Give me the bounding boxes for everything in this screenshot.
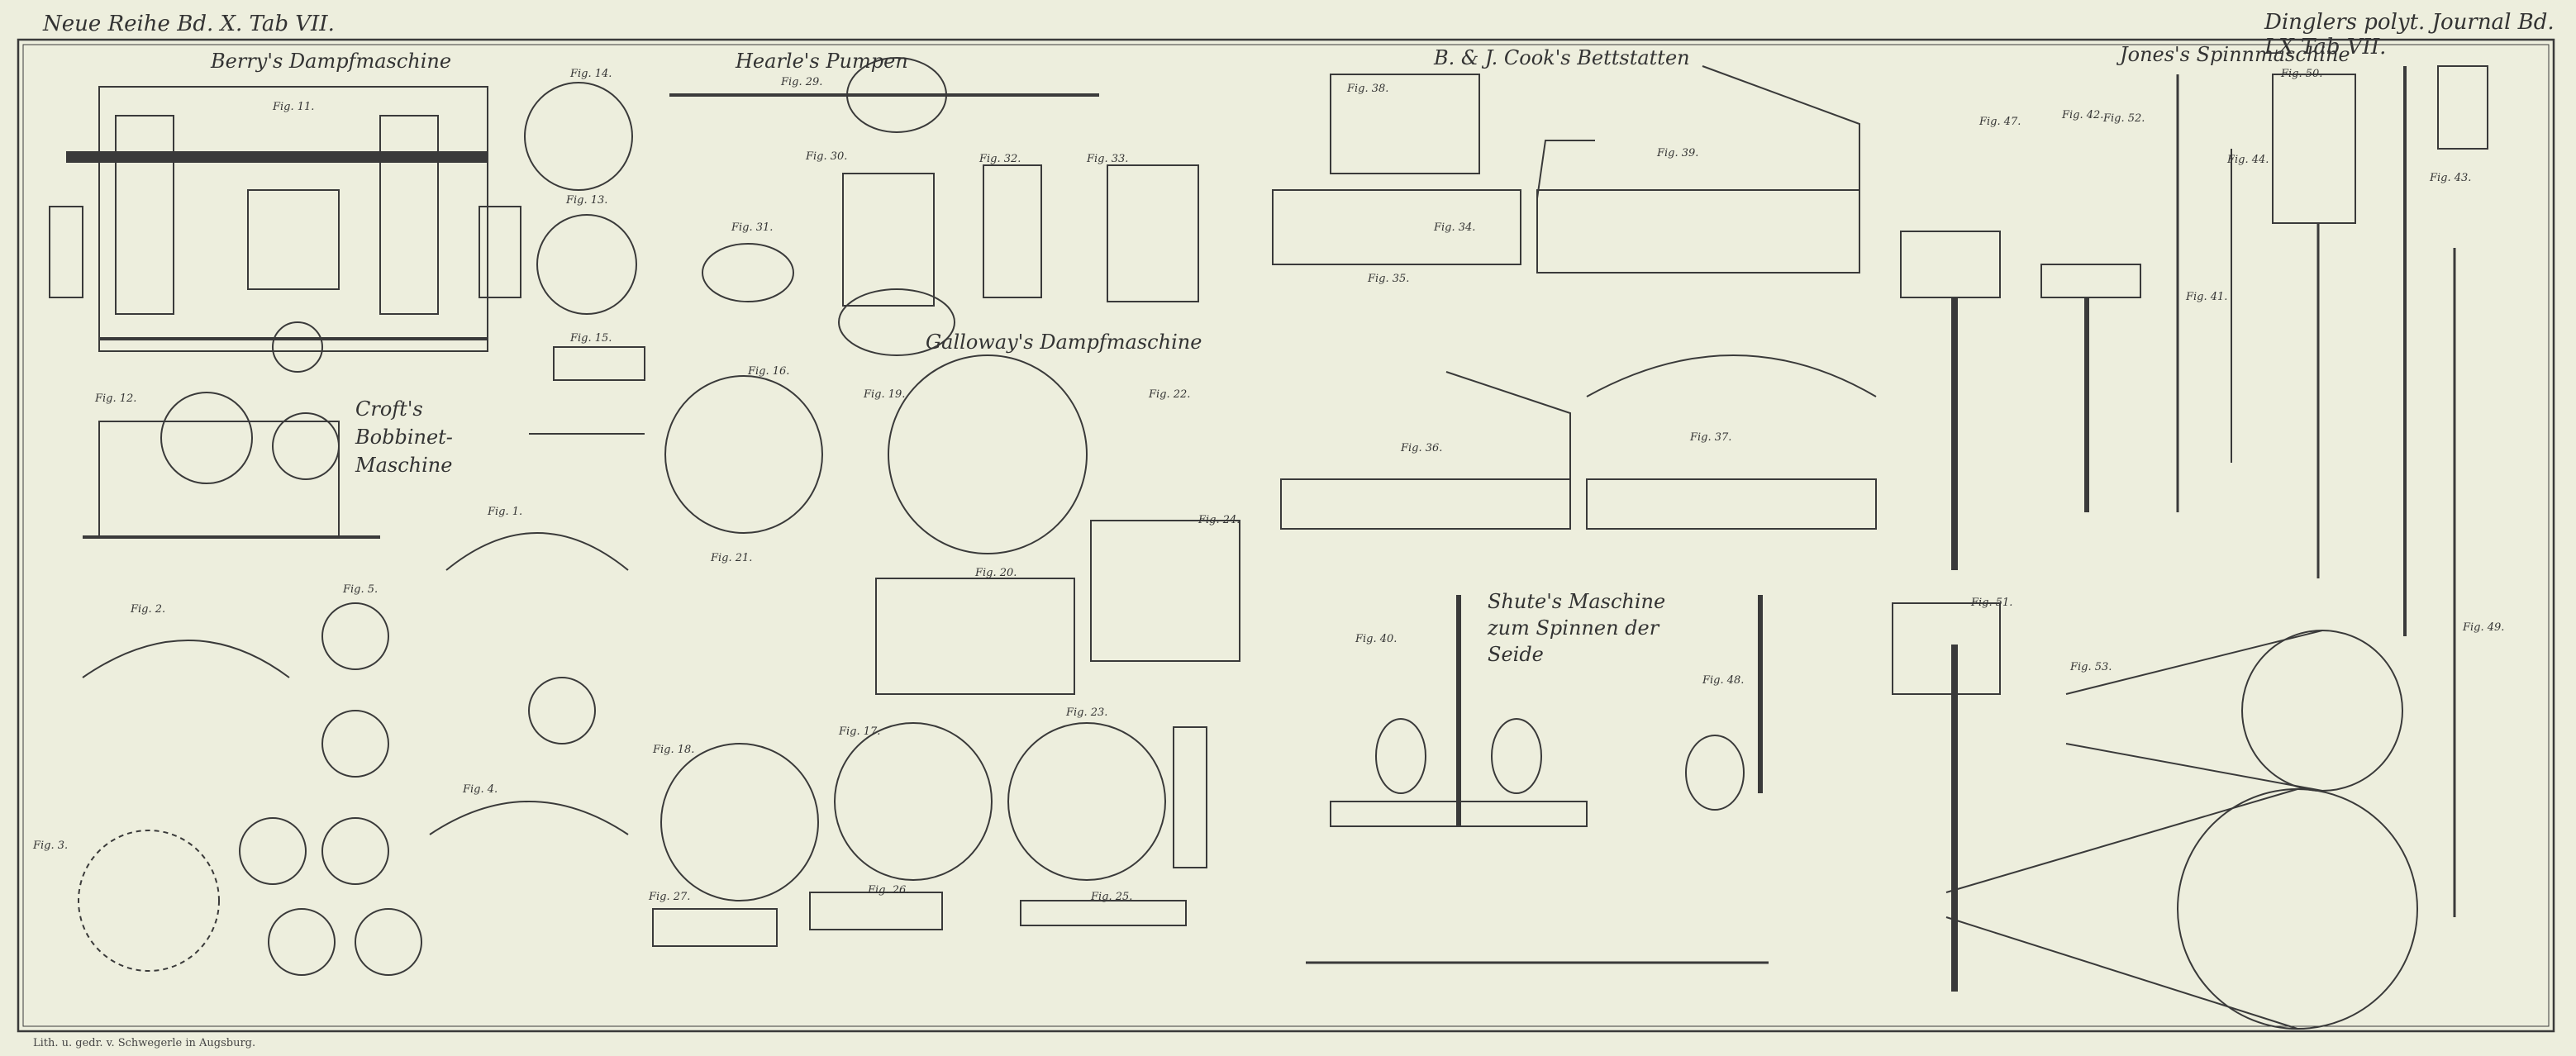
fig-label: Fig. 35. [1368,273,1410,285]
croft-fig12 [83,392,380,539]
title-cook: B. & J. Cook's Bettstatten [1434,46,1690,69]
header-left: Neue Reihe Bd. X. Tab VII. [43,12,335,36]
fig-label: Fig. 2. [131,603,166,616]
cook-bedsteads [1272,65,1877,530]
fig-label: Fig. 51. [1971,597,2013,609]
gears-fig13-14 [524,82,645,435]
hearle-pumps [669,57,1199,356]
fig-label: Fig. 37. [1690,431,1732,444]
fig-label: Fig. 12. [95,392,137,405]
fig-label: Fig. 27. [649,891,691,903]
fig-label: Fig. 52. [2103,112,2145,125]
fig-label: Fig. 41. [2186,291,2228,303]
fig-label: Fig. 1. [488,506,523,518]
title-croft: Croft's Bobbinet-Maschine [355,397,453,477]
fig-label: Fig. 34. [1434,221,1476,234]
title-shute: Shute's Maschine zum Spinnen der Seide [1488,590,1666,666]
fig-label: Fig. 15. [570,332,612,345]
title-berry: Berry's Dampfmaschine [211,50,452,73]
fig-label: Fig. 18. [653,744,695,756]
fig-label: Fig. 22. [1149,388,1191,401]
fig-label: Fig. 29. [781,76,823,88]
fig-label: Fig. 39. [1657,147,1699,159]
fig-label: Fig. 48. [1702,674,1745,687]
fig-label: Fig. 24. [1198,514,1240,526]
fig-label: Fig. 20. [975,567,1017,579]
plate-inner-frame [22,44,2550,1027]
fig-label: Fig. 53. [2070,661,2112,673]
shute-silk-machine [1306,595,1769,964]
title-hearle: Hearle's Pumpen [736,50,908,73]
fig-label: Fig. 43. [2430,172,2472,184]
fig-label: Fig. 30. [806,150,848,163]
fig-label: Fig. 17. [839,725,881,738]
fig-label: Fig. 13. [566,194,608,207]
bobbinet-mechanisms [78,532,629,976]
fig-label: Fig. 3. [33,840,69,852]
fig-label: Fig. 32. [979,153,1021,165]
fig-label: Fig. 25. [1091,891,1133,903]
fig-label: Fig. 16. [748,365,790,378]
fig-label: Fig. 40. [1355,633,1398,645]
fig-label: Fig. 49. [2463,621,2505,634]
fig-label: Fig. 33. [1087,153,1129,165]
berry-engine-fig11 [49,86,521,373]
fig-label: Fig. 21. [711,552,753,564]
fig-label: Fig. 44. [2227,154,2269,166]
plate-frame [17,38,2555,1033]
fig-label: Fig. 47. [1979,116,2021,128]
fig-label: Fig. 11. [273,101,315,113]
fig-label: Fig. 5. [343,583,379,596]
lithographer-imprint: Lith. u. gedr. v. Schwegerle in Augsburg… [33,1037,256,1049]
fig-label: Fig. 14. [570,68,612,80]
fig-label: Fig. 36. [1401,442,1443,454]
title-jones: Jones's Spinnmaschine [2120,43,2350,66]
jones-spinning-machine [1892,65,2488,1030]
galloway-engine [652,354,1240,947]
title-galloway: Galloway's Dampfmaschine [926,331,1202,354]
fig-label: Fig. 4. [463,783,498,796]
fig-label: Fig. 42. [2062,109,2104,121]
fig-label: Fig. 31. [731,221,774,234]
fig-label: Fig. 38. [1347,83,1389,95]
fig-label: Fig. 50. [2281,68,2323,80]
fig-label: Fig. 23. [1066,706,1108,719]
fig-label: Fig. 26. [868,884,910,897]
fig-label: Fig. 19. [864,388,906,401]
